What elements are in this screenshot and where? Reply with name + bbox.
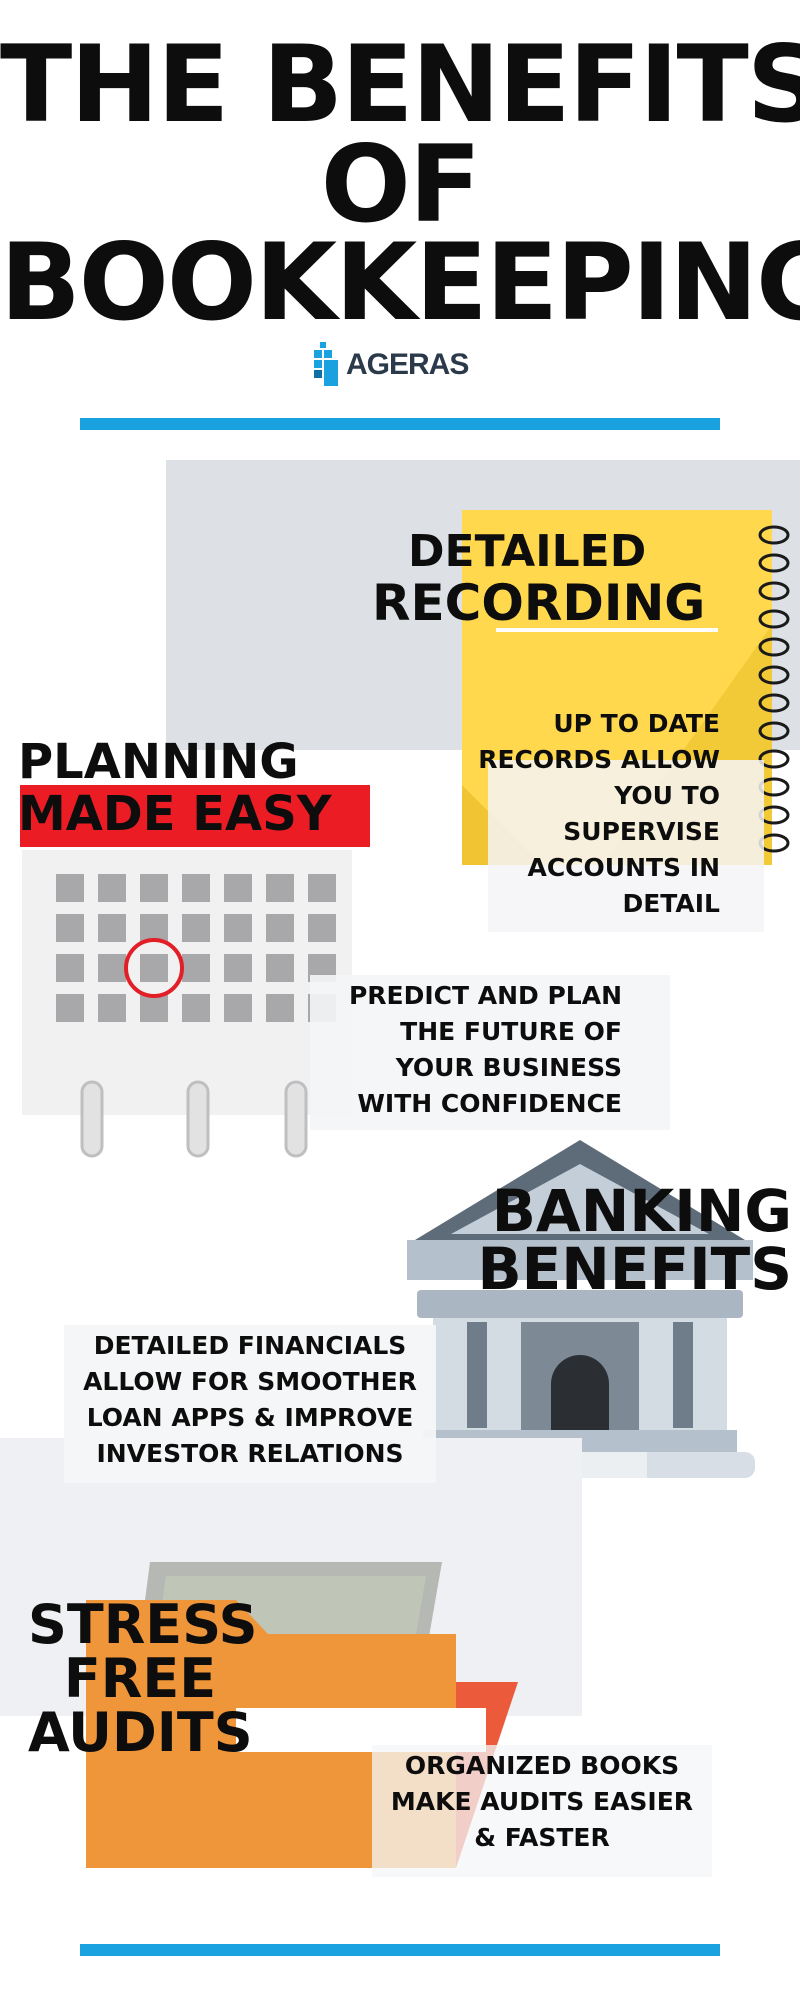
banking-body-line-3: LOAN APPS & IMPROVE <box>86 1403 414 1432</box>
banking-body: DETAILED FINANCIALS ALLOW FOR SMOOTHER L… <box>64 1328 436 1472</box>
recording-body-line-2: RECORDS ALLOW <box>478 745 720 774</box>
recording-heading-line-2: RECORDING <box>372 574 706 632</box>
title-line-3: BOOKKEEPING <box>0 221 800 344</box>
ageras-logo: AGERAS <box>310 340 510 390</box>
planning-body-line-2: THE FUTURE OF <box>400 1017 622 1046</box>
planning-body-line-3: YOUR BUSINESS <box>395 1053 622 1082</box>
audits-body: ORGANIZED BOOKS MAKE AUDITS EASIER & FAS… <box>372 1748 712 1856</box>
banking-body-line-2: ALLOW FOR SMOOTHER <box>83 1367 417 1396</box>
folder-icon <box>86 1562 518 1868</box>
audits-heading-line-2: FREE <box>63 1647 217 1710</box>
audits-body-line-1: ORGANIZED BOOKS <box>404 1751 680 1780</box>
calendar-icon <box>22 850 352 1158</box>
planning-body: PREDICT AND PLAN THE FUTURE OF YOUR BUSI… <box>349 978 622 1122</box>
planning-red-bar <box>20 785 370 847</box>
recording-text-panel <box>488 760 764 932</box>
bank-icon <box>405 1140 755 1478</box>
banking-heading-line-1: BANKING <box>491 1177 792 1245</box>
planning-body-line-4: WITH CONFIDENCE <box>357 1089 622 1118</box>
banking-text-panel <box>64 1325 436 1483</box>
banking-body-line-1: DETAILED FINANCIALS <box>93 1331 407 1360</box>
top-divider <box>80 418 720 430</box>
bottom-divider <box>80 1944 720 1956</box>
recording-body-line-6: DETAIL <box>622 889 720 918</box>
recording-body-line-3: YOU TO <box>614 781 720 810</box>
audits-body-line-3: & FASTER <box>474 1823 610 1852</box>
audits-heading-line-3: AUDITS <box>28 1701 253 1764</box>
audits-text-panel <box>372 1745 712 1877</box>
title-line-2: OF <box>320 123 482 246</box>
ageras-logo-icon <box>314 342 338 386</box>
recording-body-line-1: UP TO DATE <box>553 709 720 738</box>
audits-heading-line-1: STRESS <box>28 1593 258 1656</box>
audits-body-line-2: MAKE AUDITS EASIER <box>390 1787 694 1816</box>
title-line-1: THE BENEFITS <box>0 23 800 146</box>
planning-text-panel <box>310 975 670 1130</box>
banking-heading-line-2: BENEFITS <box>477 1235 792 1303</box>
recording-body: UP TO DATE RECORDS ALLOW YOU TO SUPERVIS… <box>478 706 720 922</box>
recording-body-line-4: SUPERVISE <box>563 817 720 846</box>
audits-heading: STRESS FREE AUDITS <box>28 1593 258 1764</box>
planning-heading-line-1: PLANNING <box>18 734 299 790</box>
banking-body-line-4: INVESTOR RELATIONS <box>96 1439 404 1468</box>
logo-text: AGERAS <box>346 348 469 381</box>
planning-body-line-1: PREDICT AND PLAN <box>348 981 622 1010</box>
recording-heading-line-1: DETAILED <box>408 526 647 577</box>
recording-heading-underline <box>496 628 718 632</box>
planning-heading-line-2: MADE EASY <box>18 786 332 842</box>
recording-body-line-5: ACCOUNTS IN <box>527 853 720 882</box>
